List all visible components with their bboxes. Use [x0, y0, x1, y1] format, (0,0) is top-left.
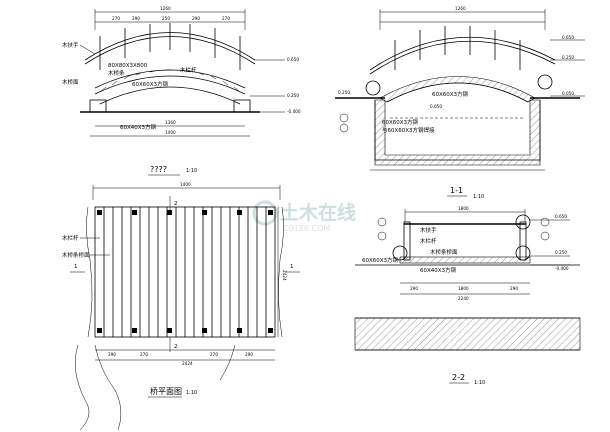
title-section-2-2: 2-2 [452, 373, 465, 382]
svg-text:1360: 1360 [165, 120, 176, 125]
svg-text:2240: 2240 [458, 296, 469, 301]
svg-text:1:10: 1:10 [473, 194, 484, 200]
watermark-logo-icon [252, 200, 278, 226]
svg-text:270: 270 [210, 352, 218, 357]
svg-text:0.250: 0.250 [338, 90, 350, 95]
svg-text:0.050: 0.050 [430, 104, 442, 109]
elevation-view: 1260 270 290 250 290 270 [62, 6, 301, 176]
svg-text:1800: 1800 [458, 206, 469, 211]
watermark: 土木在线 C0188.COM [252, 200, 356, 233]
svg-text:2: 2 [174, 201, 178, 207]
svg-text:0.250: 0.250 [555, 250, 567, 255]
svg-text:290: 290 [510, 286, 518, 291]
svg-text:0.250: 0.250 [562, 55, 574, 60]
section-handrail [369, 36, 556, 71]
svg-text:1400: 1400 [165, 130, 176, 135]
svg-text:1400: 1400 [180, 182, 191, 187]
label-deck2: 木桥条 [108, 69, 125, 77]
label-s22-tube-b: 60X40X3方钢 [420, 266, 457, 274]
s22-ground [354, 317, 581, 351]
section-balusters [394, 26, 521, 70]
label-sec-tube-2: 60X60X3方钢 [382, 118, 419, 126]
svg-text:270: 270 [140, 352, 148, 357]
svg-text:2424: 2424 [182, 361, 193, 366]
svg-text:290: 290 [245, 352, 253, 357]
label-railing: 木栏杆 [180, 66, 197, 74]
label-deck: 木桥面 [62, 78, 79, 86]
watermark-sub: C0188.COM [283, 224, 330, 233]
elevation-handrail [84, 32, 256, 61]
label-handrail: 木扶手 [62, 41, 79, 49]
svg-text:1800: 1800 [458, 286, 469, 291]
svg-text:1:10: 1:10 [474, 380, 485, 386]
label-sec-tube: 60X60X3方钢 [432, 90, 469, 98]
title-plan: 桥平面图 [150, 386, 182, 396]
label-sec-tube-note: 与60X60X3方钢焊接 [382, 126, 435, 134]
svg-text:0.650: 0.650 [555, 214, 567, 219]
svg-text:1:10: 1:10 [186, 168, 197, 174]
svg-text:290: 290 [192, 16, 200, 21]
label-steel-b: 60X40X3方钢 [120, 123, 157, 131]
svg-text:250: 250 [162, 16, 170, 21]
title-section-1-1: 1-1 [450, 186, 463, 195]
svg-text:0.650: 0.650 [562, 35, 574, 40]
dim-1260-top: 1260 [160, 6, 171, 11]
svg-text:0.050: 0.050 [562, 91, 574, 96]
svg-text:0.650: 0.650 [287, 57, 299, 62]
label-plan-railing: 木栏杆 [62, 234, 79, 242]
detail-circle-right [537, 74, 553, 90]
svg-text:1: 1 [290, 264, 294, 270]
plan-planks [103, 207, 267, 337]
label-steel-a: 60X60X3方钢 [132, 80, 169, 88]
section-1-1-view: 1260 0.650 0.250 0.050 0.25 [335, 6, 585, 200]
label-s22-railing: 木栏杆 [420, 237, 437, 245]
svg-text:-0.400: -0.400 [287, 109, 301, 114]
svg-text:270: 270 [112, 16, 120, 21]
plan-view: 1400 2 1 1 [62, 182, 300, 431]
s22-post-right [519, 221, 527, 261]
label-s22-tube-a: 60X60X3方钢 [362, 256, 399, 264]
svg-text:1:10: 1:10 [186, 390, 197, 396]
label-beam-note: 80X80X3X800 [108, 63, 148, 69]
label-s22-handrail: 木扶手 [420, 226, 437, 234]
label-plan-deck: 木桥条桥面 [62, 251, 90, 259]
plan-posts [97, 210, 273, 333]
title-elevation: ???? [150, 165, 167, 174]
section-2-2-view: 1800 0.650 0.250 -0.400 290 1800 290 [354, 206, 581, 386]
s22-deck [399, 256, 531, 264]
svg-text:-0.400: -0.400 [555, 266, 569, 271]
svg-text:270: 270 [222, 16, 230, 21]
svg-text:2: 2 [174, 344, 178, 350]
svg-text:0.250: 0.250 [287, 93, 299, 98]
svg-text:290: 290 [132, 16, 140, 21]
section-channel [374, 99, 541, 166]
svg-text:2424: 2424 [282, 270, 287, 281]
svg-text:1: 1 [74, 264, 78, 270]
watermark-main: 土木在线 [280, 201, 356, 224]
svg-text:290: 290 [108, 352, 116, 357]
detail-circle-left [365, 80, 381, 96]
svg-text:290: 290 [410, 286, 418, 291]
label-s22-deck: 木桥条桥面 [430, 248, 458, 256]
svg-text:1260: 1260 [455, 6, 466, 11]
section-arch [379, 76, 536, 103]
